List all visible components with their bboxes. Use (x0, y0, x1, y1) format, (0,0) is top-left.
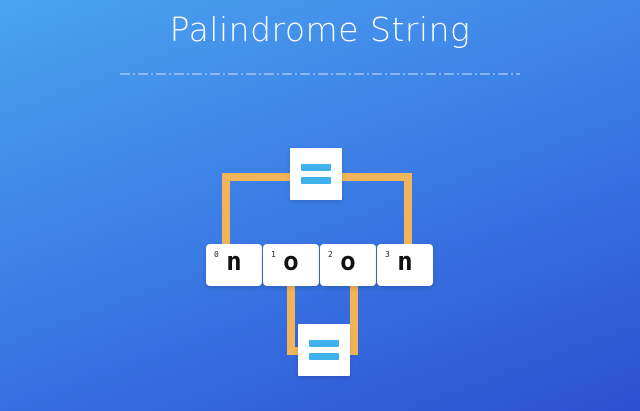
char-letter: o (283, 247, 299, 277)
char-letter: o (340, 247, 356, 277)
char-tile-3: 3 n (377, 244, 433, 286)
char-index: 0 (214, 250, 219, 259)
char-tile-2: 2 o (320, 244, 376, 286)
char-tile-1: 1 o (263, 244, 319, 286)
char-index: 1 (271, 250, 276, 259)
inner-pair-equals-box (298, 324, 350, 376)
title-divider (120, 73, 520, 75)
char-letter: n (226, 247, 242, 277)
char-letter: n (397, 247, 413, 277)
char-index: 2 (328, 250, 333, 259)
char-index: 3 (385, 250, 390, 259)
page-title: Palindrome String (169, 10, 471, 49)
outer-pair-equals-box (290, 148, 342, 200)
char-tile-0: 0 n (206, 244, 262, 286)
